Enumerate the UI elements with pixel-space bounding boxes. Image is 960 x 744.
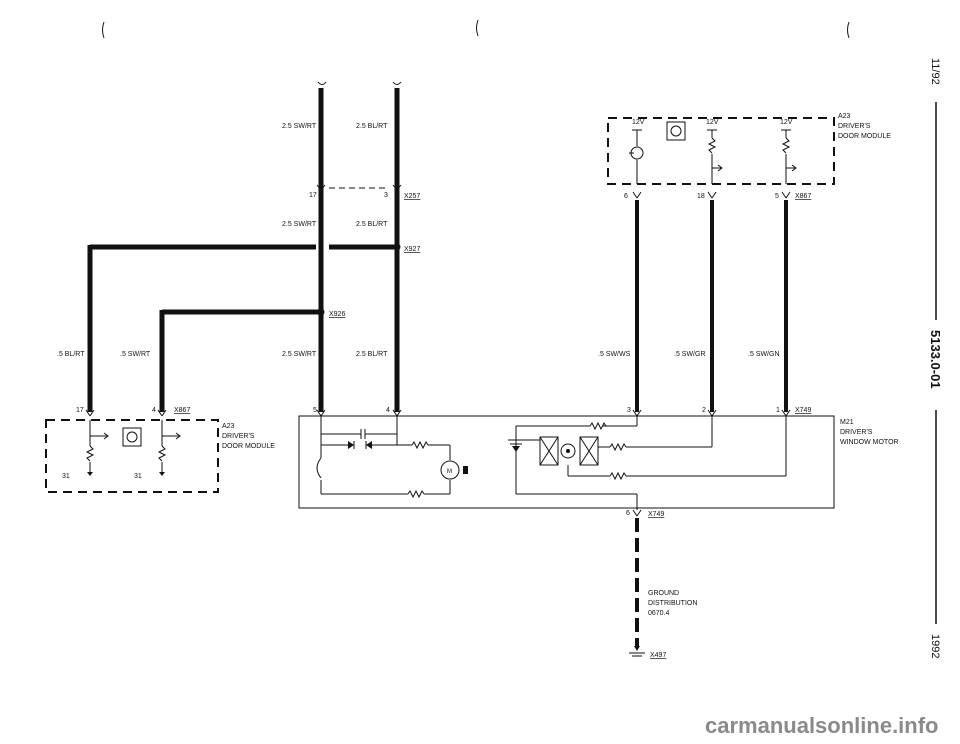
a23-left-line2: DOOR MODULE (222, 443, 275, 450)
pin-6-ground: 6 (626, 510, 630, 517)
wire-label-top-right: 2.5 BL/RT (356, 123, 388, 130)
connector-x867-left-label: X867 (174, 407, 190, 414)
wire-label-top-left: 2.5 SW/RT (282, 123, 317, 130)
m21-id: M21 (840, 419, 854, 426)
ground-line2: DISTRIBUTION (648, 600, 697, 607)
pin-3-top: 3 (384, 192, 388, 199)
wire-label-right-1: .5 SW/WS (598, 351, 631, 358)
connector-x926-label: X926 (329, 311, 345, 318)
motor-symbol-m: M (447, 469, 452, 475)
connector-x257-label: X257 (404, 193, 420, 200)
wire-label-right-2: .5 SW/GR (674, 351, 706, 358)
a23-top-line2: DOOR MODULE (838, 133, 891, 140)
label-12v-a: 12V (632, 119, 645, 126)
connector-x867-right-mark (632, 191, 791, 199)
wire-label-right-3: .5 SW/GN (748, 351, 780, 358)
wire-x927-bl-rt (87, 244, 397, 412)
a23-left-line1: DRIVER'S (222, 433, 255, 440)
pin-2-motor: 2 (702, 407, 706, 414)
connector-x749-top-label: X749 (795, 407, 811, 414)
splice-x926-dot (317, 308, 325, 316)
pin-17-top: 17 (309, 192, 317, 199)
m21-line1: DRIVER'S (840, 429, 873, 436)
label-12v-b: 12V (706, 119, 719, 126)
watermark: carmanualsonline.info (705, 713, 939, 738)
pin-31-b: 31 (134, 473, 142, 480)
wire-label-mid-left: 2.5 SW/RT (282, 221, 317, 228)
wire-label-far-left: .5 BL/RT (57, 351, 85, 358)
pin-4-motor: 4 (386, 407, 390, 414)
label-12v-c: 12V (780, 119, 793, 126)
pin-5-motor: 5 (313, 407, 317, 414)
pin-17-left: 17 (76, 407, 84, 414)
wire-label-left-inner: .5 SW/RT (120, 351, 151, 358)
wire-label-low-left: 2.5 SW/RT (282, 351, 317, 358)
connector-x497-label: X497 (650, 652, 666, 659)
pin-5-right: 5 (775, 193, 779, 200)
connector-x867-right-label: X867 (795, 193, 811, 200)
connector-x867-left-mark (85, 409, 167, 417)
ground-line3: 0670.4 (648, 610, 670, 617)
window-motor-m21 (298, 409, 835, 510)
ground-symbol-icon (629, 646, 645, 657)
date-code: 11/92 (929, 58, 941, 85)
scan-mark (476, 19, 479, 37)
a23-top-id: A23 (838, 113, 851, 120)
pin-1-motor: 1 (776, 407, 780, 414)
door-module-a23-left (45, 419, 219, 493)
connector-x749-bottom-mark (632, 509, 642, 517)
a23-top-line1: DRIVER'S (838, 123, 871, 130)
connector-x927-label: X927 (404, 246, 420, 253)
m21-line2: WINDOW MOTOR (840, 439, 899, 446)
connector-x749-bottom-label: X749 (648, 511, 664, 518)
page-side-header: 11/92 5133.0-01 1992 (928, 58, 943, 658)
scan-mark (102, 21, 105, 39)
ground-line1: GROUND (648, 590, 679, 597)
wire-label-low-right: 2.5 BL/RT (356, 351, 388, 358)
year: 1992 (929, 634, 941, 658)
splice-x927-dot (393, 243, 401, 251)
pin-6-right: 6 (624, 193, 628, 200)
a23-left-id: A23 (222, 423, 235, 430)
scan-mark (847, 21, 850, 39)
door-module-a23-top (607, 117, 835, 185)
wire-x926-sw-rt (159, 309, 321, 412)
section-number: 5133.0-01 (928, 330, 943, 389)
wire-label-mid-right: 2.5 BL/RT (356, 221, 388, 228)
pin-18-right: 18 (697, 193, 705, 200)
pin-4-left: 4 (152, 407, 156, 414)
connector-x257-mark (316, 184, 402, 191)
pin-31-a: 31 (62, 473, 70, 480)
pin-3-motor: 3 (627, 407, 631, 414)
wire-17-sw-rt (317, 81, 327, 412)
